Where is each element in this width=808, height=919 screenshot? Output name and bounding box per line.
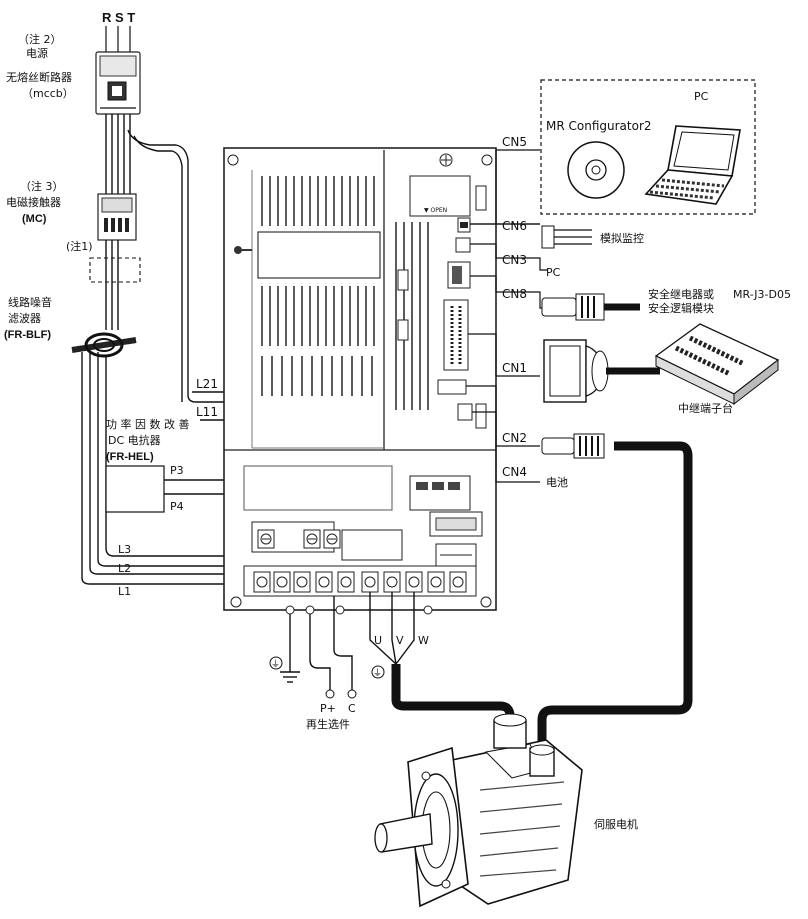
cn3-label: CN3 — [502, 253, 527, 267]
c-label: C — [348, 702, 356, 715]
cn1-connector — [543, 339, 660, 403]
breaker-abbr-label: （mccb） — [22, 87, 74, 100]
v-label: V — [396, 634, 404, 647]
svg-text:⏚: ⏚ — [271, 659, 280, 670]
contactor-abbr: (MC) — [22, 213, 47, 225]
lower-panel — [243, 465, 483, 567]
cn3-port — [455, 237, 471, 253]
svg-text:▼ OPEN: ▼ OPEN — [424, 207, 447, 214]
safety-connector: 安全继电器或 安全逻辑模块 MR-J3-D05 — [541, 287, 791, 321]
l11-label: L11 — [196, 405, 218, 419]
cn2-connector — [541, 433, 605, 459]
p4-label: P4 — [170, 500, 184, 513]
note3-label: （注 3） — [20, 179, 64, 193]
left-vent — [257, 176, 381, 396]
reactor-line1: 功 率 因 数 改 善 — [106, 417, 189, 431]
noise-filter-line1: 线路噪音 — [8, 295, 52, 309]
power-source-group: R S T （注 2） 电源 无熔丝断路器 （mccb） — [6, 10, 135, 100]
reactor-line2: DC 电抗器 — [108, 433, 161, 447]
bottom-wiring: ⏚ P+ C 再生选件 U V W ⏚ — [269, 592, 429, 731]
breaker-label: 无熔丝断路器 — [6, 70, 72, 84]
rst-label: R S T — [102, 10, 135, 25]
u-label: U — [374, 634, 382, 647]
p-plus-label: P+ — [320, 702, 336, 715]
contactor-to-filter-wires — [105, 240, 119, 330]
relay-terminal-block: 中继端子台 — [654, 323, 780, 415]
cn4-label: CN4 — [502, 465, 527, 479]
pc-box-label: PC — [694, 90, 709, 103]
cn1-label: CN1 — [502, 361, 527, 375]
reactor-abbr: (FR-HEL) — [106, 451, 154, 463]
pc-software-box: PC MR Configurator2 — [540, 79, 756, 215]
magnetic-contactor: （注 3） 电磁接触器 (MC) — [6, 179, 137, 241]
key-icon — [234, 246, 242, 254]
mccb-breaker — [95, 51, 141, 115]
safety-label-line1: 安全继电器或 — [648, 287, 714, 301]
cn5-label: CN5 — [502, 135, 527, 149]
cn3-pc-label: PC — [546, 266, 561, 279]
relay-terminal-label: 中继端子台 — [678, 401, 733, 415]
l21-label: L21 — [196, 377, 218, 391]
cn8-label: CN8 — [502, 287, 527, 301]
noise-filter: 线路噪音 滤波器 (FR-BLF) — [4, 295, 137, 358]
software-label: MR Configurator2 — [546, 119, 652, 133]
p3-p4-terminal-block — [251, 521, 403, 561]
noise-filter-line2: 滤波器 — [8, 312, 41, 325]
cn6-label: CN6 — [502, 219, 527, 233]
servo-motor: 伺服电机 — [374, 713, 638, 908]
svg-text:⏚: ⏚ — [373, 668, 382, 679]
connector-leaders — [466, 149, 548, 483]
note1-label: (注1) — [66, 239, 93, 253]
power-source-label: 电源 — [26, 46, 48, 60]
analog-monitor-label: 模拟监控 — [600, 231, 644, 245]
l1-label: L1 — [118, 585, 131, 598]
battery-label: 电池 — [546, 476, 568, 489]
servo-amplifier: ▼ OPEN — [223, 147, 497, 615]
l2-label: L2 — [118, 562, 131, 575]
cn4-port — [457, 403, 473, 421]
contactor-label: 电磁接触器 — [6, 195, 61, 209]
cn2-port — [437, 379, 467, 395]
motor-power-cable — [391, 664, 515, 728]
p3-label: P3 — [170, 464, 184, 477]
note1-group: (注1) — [66, 239, 141, 283]
encoder-cable — [537, 441, 693, 760]
regen-option-label: 再生选件 — [306, 717, 350, 731]
cd-icon — [567, 141, 625, 199]
w-label: W — [418, 634, 429, 647]
right-panel: ▼ OPEN — [395, 153, 487, 429]
main-terminal-strip — [243, 565, 477, 597]
note2-label: （注 2） — [18, 32, 62, 46]
noise-filter-abbr: (FR-BLF) — [4, 329, 51, 341]
laptop-icon — [644, 125, 741, 205]
cn1-port — [443, 299, 469, 371]
safety-label-line2: 安全逻辑模块 — [648, 301, 714, 315]
safety-model-label: MR-J3-D05 — [733, 288, 791, 301]
servo-motor-label: 伺服电机 — [594, 817, 638, 831]
l3-label: L3 — [118, 543, 131, 556]
cn2-label: CN2 — [502, 431, 527, 445]
analog-monitor: 模拟监控 — [541, 225, 644, 249]
